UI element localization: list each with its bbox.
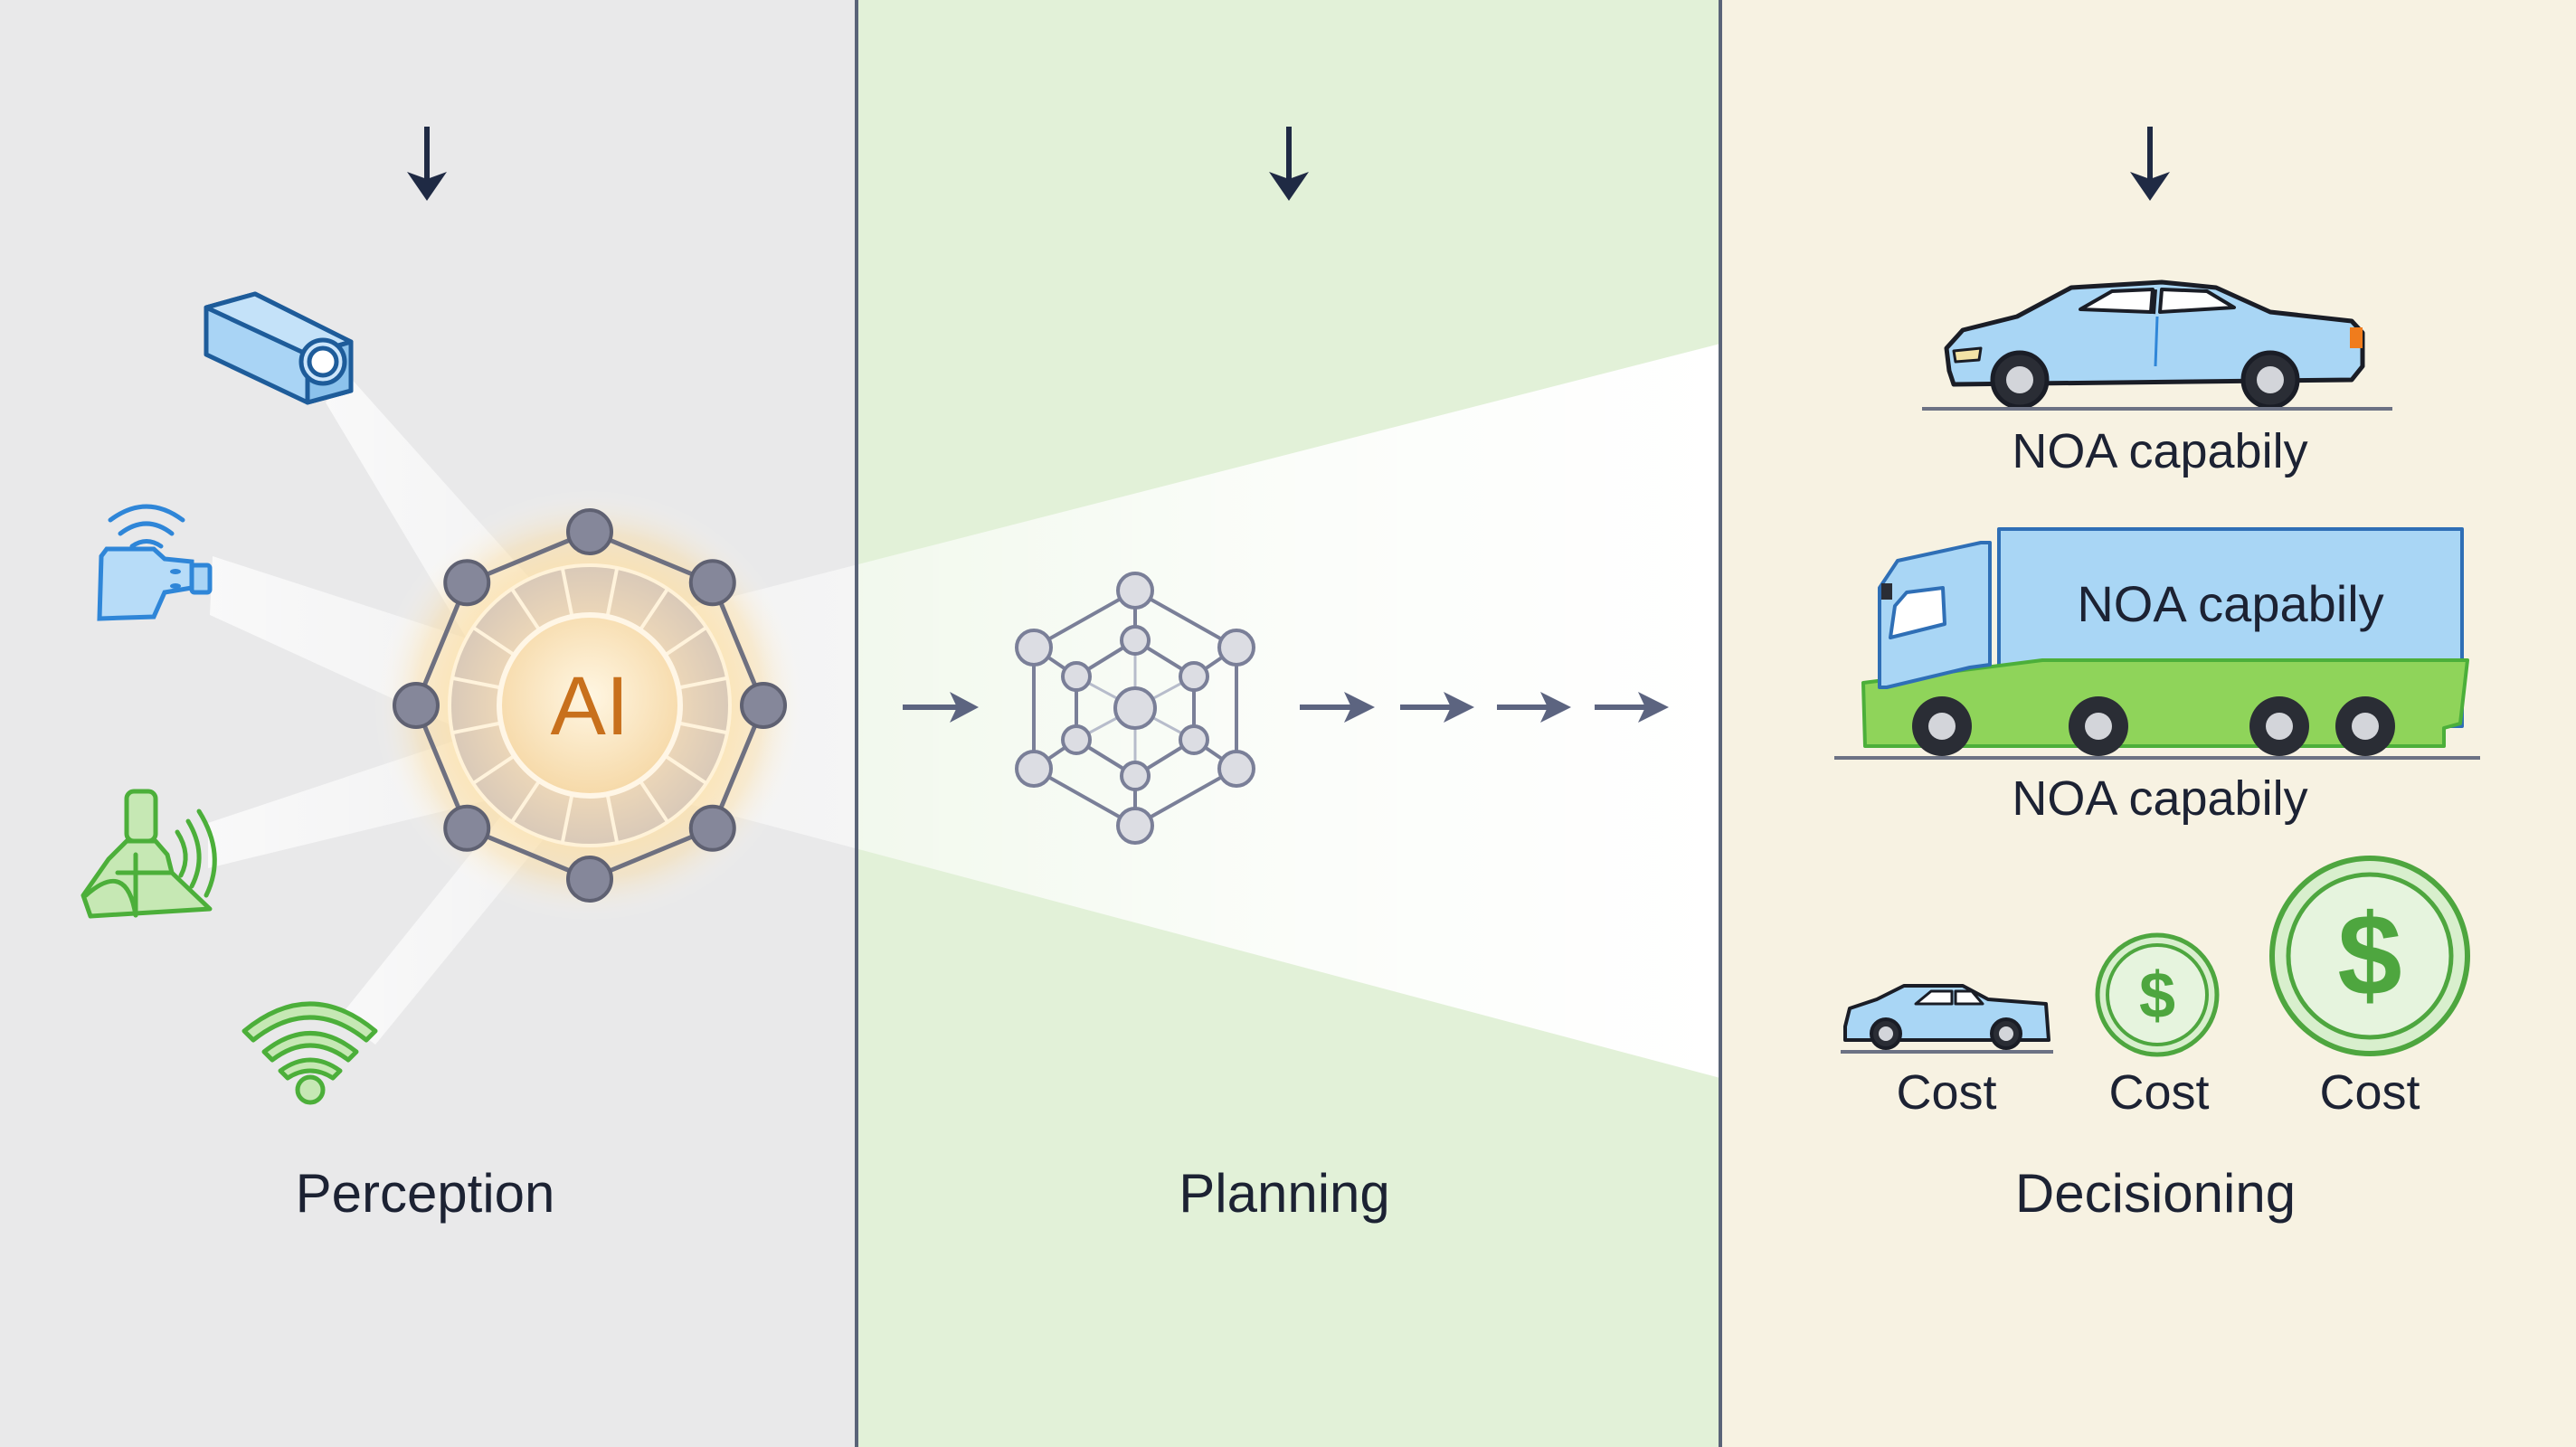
- truck-caption: NOA capabily: [2012, 771, 2308, 826]
- hub-spoke: [472, 626, 516, 657]
- hub-node: [443, 559, 491, 607]
- graph-node: [1217, 750, 1255, 788]
- hub-spoke: [510, 588, 542, 631]
- hub-spoke: [605, 793, 620, 844]
- flow-arrow-icon: [1300, 692, 1375, 723]
- small-car-icon: [1843, 984, 2050, 1050]
- planning-flow-arrows: [903, 692, 1669, 723]
- hub-spoke: [605, 567, 620, 618]
- hub-spoke: [472, 753, 516, 785]
- graph-node: [1179, 724, 1209, 755]
- graph-node: [1116, 807, 1154, 845]
- cost-label: Cost: [2319, 1065, 2420, 1120]
- down-arrow-icon: [1269, 127, 1309, 201]
- hub-spoke: [451, 721, 502, 735]
- graph-node: [1116, 572, 1154, 610]
- ai-hub: AI: [373, 488, 807, 922]
- hub-node: [740, 682, 787, 729]
- radar-sensor-icon: [97, 504, 213, 621]
- graph-node: [1061, 724, 1092, 755]
- truck-icon: [1861, 527, 2469, 756]
- graph-node: [1015, 629, 1053, 667]
- hub-spoke: [677, 721, 728, 735]
- hub-node: [566, 508, 613, 555]
- cost-label: Cost: [1896, 1065, 1997, 1120]
- hub-spoke: [510, 780, 542, 823]
- large-coin-icon: $: [2269, 856, 2470, 1056]
- graph-node: [1120, 625, 1151, 656]
- small-coin-icon: $: [2095, 932, 2220, 1057]
- flow-arrow-icon: [1400, 692, 1474, 723]
- coin-symbol: $: [2337, 891, 2401, 1020]
- cost-label: Cost: [2108, 1065, 2210, 1120]
- graph-edge: [1033, 767, 1136, 828]
- graph-node: [1217, 629, 1255, 667]
- hub-spoke: [664, 626, 707, 657]
- hexagonal-network-icon: [1015, 572, 1255, 845]
- graph-node: [1113, 686, 1157, 730]
- hub-node: [393, 682, 440, 729]
- flow-arrow-icon: [1595, 692, 1669, 723]
- hub-spoke: [560, 793, 574, 844]
- hub-spoke: [677, 676, 728, 690]
- down-arrow-icon: [2130, 127, 2170, 201]
- hub-node: [443, 804, 491, 852]
- hub-spoke: [451, 676, 502, 690]
- graph-edge: [1134, 767, 1237, 828]
- decisioning-title: Decisioning: [2014, 1163, 2297, 1224]
- graph-node: [1120, 761, 1151, 791]
- graph-node: [1179, 661, 1209, 692]
- truck-body-text: NOA capabily: [2077, 575, 2384, 632]
- hub-spoke: [560, 567, 574, 618]
- flow-arrow-icon: [903, 692, 979, 723]
- graph-node: [1061, 661, 1092, 692]
- planning-title: Planning: [1179, 1163, 1390, 1224]
- hub-spokes: [451, 567, 728, 844]
- flow-arrow-icon: [1497, 692, 1571, 723]
- hub-spoke: [638, 588, 669, 631]
- camera-icon: [204, 291, 354, 405]
- hub-nodes: [393, 508, 787, 903]
- lidar-sensor-icon: [80, 789, 217, 919]
- graph-edge: [1033, 589, 1136, 649]
- hub-node: [688, 559, 736, 607]
- graph-node: [1015, 750, 1053, 788]
- sedan-icon: [1944, 279, 2365, 410]
- wifi-signal-icon: [242, 1001, 378, 1105]
- ai-hub-label: AI: [551, 660, 630, 752]
- coin-symbol: $: [2139, 960, 2175, 1032]
- graph-edge: [1134, 589, 1237, 649]
- perception-title: Perception: [295, 1163, 555, 1224]
- hub-core: [497, 612, 683, 799]
- sedan-caption: NOA capabily: [2012, 424, 2308, 478]
- down-arrow-icon: [407, 127, 447, 201]
- hub-node: [688, 804, 736, 852]
- hub-spoke: [664, 753, 707, 785]
- hub-spoke: [638, 780, 669, 823]
- hub-node: [566, 856, 613, 903]
